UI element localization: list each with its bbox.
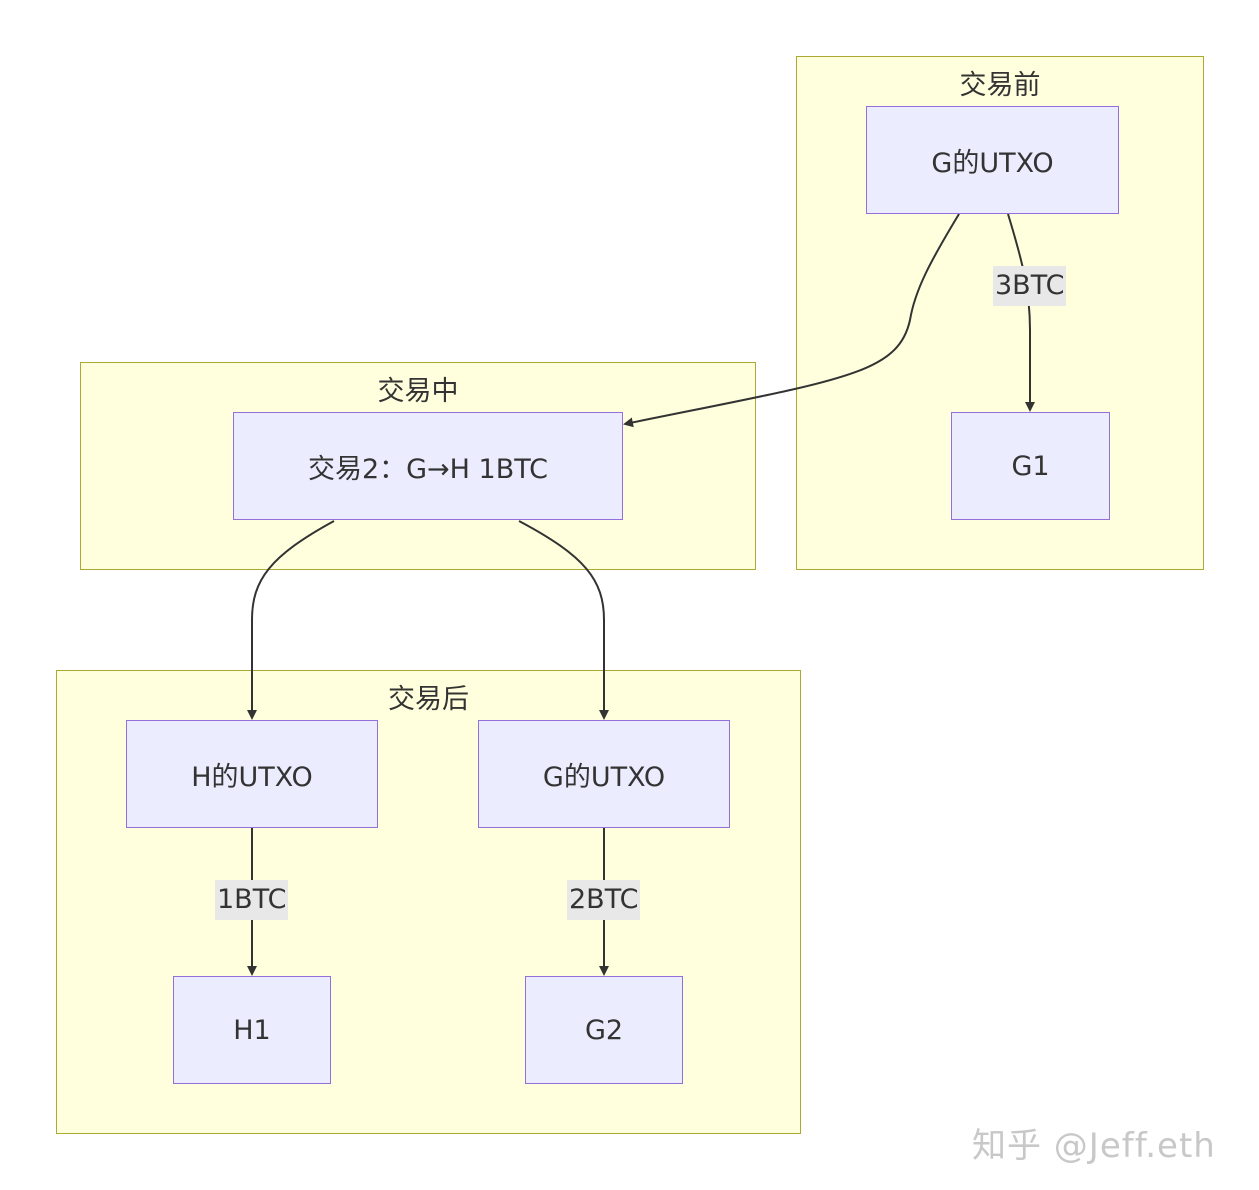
node-g-utxo-before: G的UTXO — [866, 106, 1119, 214]
node-h1-label: H1 — [233, 1014, 271, 1046]
node-h-utxo-label: H的UTXO — [191, 761, 313, 793]
edge-tx2-to-g-utxo — [518, 520, 609, 720]
edge-label-1btc: 1BTC — [215, 880, 289, 920]
node-tx2: 交易2：G→H 1BTC — [233, 412, 623, 520]
edge-label-2btc: 2BTC — [567, 880, 641, 920]
node-g-utxo-after: G的UTXO — [478, 720, 730, 828]
node-g1-label: G1 — [1011, 450, 1050, 482]
cluster-after-title: 交易后 — [388, 684, 469, 715]
node-g2: G2 — [525, 976, 683, 1084]
cluster-before-title: 交易前 — [959, 70, 1041, 101]
watermark: 知乎 @Jeff.eth — [972, 1126, 1216, 1166]
edge-tx2-to-h-utxo — [247, 520, 335, 720]
node-tx2-label: 交易2：G→H 1BTC — [307, 453, 549, 485]
edge-g-utxo-to-g1 — [1007, 213, 1035, 412]
cluster-during-title: 交易中 — [377, 376, 459, 407]
node-h1: H1 — [173, 976, 331, 1084]
node-g1: G1 — [951, 412, 1110, 520]
edge-g-utxo-to-tx2 — [623, 213, 960, 428]
node-h-utxo: H的UTXO — [126, 720, 378, 828]
edge-label-3btc: 3BTC — [993, 266, 1067, 306]
node-g-utxo-after-label: G的UTXO — [542, 761, 666, 793]
node-g-utxo-before-label: G的UTXO — [931, 147, 1054, 179]
node-g2-label: G2 — [584, 1014, 624, 1046]
